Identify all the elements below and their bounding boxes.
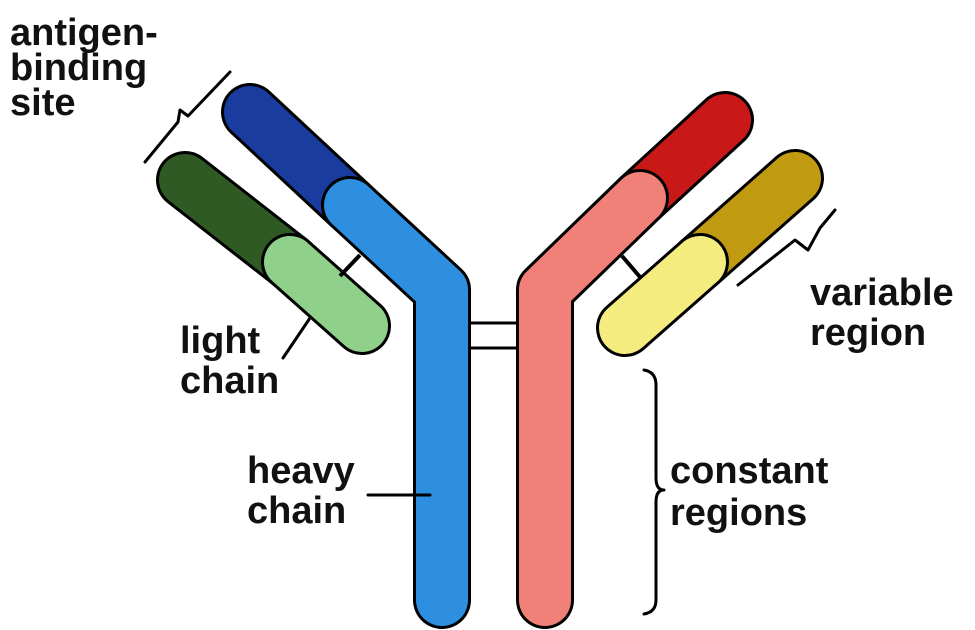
light-chain-label: light chain <box>180 320 279 402</box>
heavy-chain-line-2: chain <box>247 490 346 532</box>
light-chain-line-2: chain <box>180 360 279 402</box>
antigen-binding-site-bracket <box>145 72 230 162</box>
heavy-chain-label: heavy chain <box>247 450 365 532</box>
heavy-chain-line-1: heavy <box>247 450 355 492</box>
constant-regions-bracket <box>644 370 664 614</box>
antigen-binding-site-label: antigen- binding site <box>10 12 168 124</box>
light-chain-line-1: light <box>180 320 261 362</box>
left-heavy-constant-fill <box>350 205 442 600</box>
labels: antigen- binding site light chain heavy … <box>10 12 964 534</box>
left-interchain-bond <box>340 255 360 276</box>
antigen-binding-site-line-3: site <box>10 82 75 124</box>
left-light-constant-fill <box>290 262 362 326</box>
constant-regions-line-1: constant <box>670 450 829 492</box>
variable-region-line-1: variable <box>810 272 954 314</box>
right-interchain-bond <box>622 256 640 277</box>
light-chain-pointer <box>283 318 310 358</box>
constant-regions-line-2: regions <box>670 492 807 534</box>
variable-region-label: variable region <box>810 272 964 354</box>
constant-regions-label: constant regions <box>670 450 839 534</box>
variable-region-line-2: region <box>810 312 926 354</box>
